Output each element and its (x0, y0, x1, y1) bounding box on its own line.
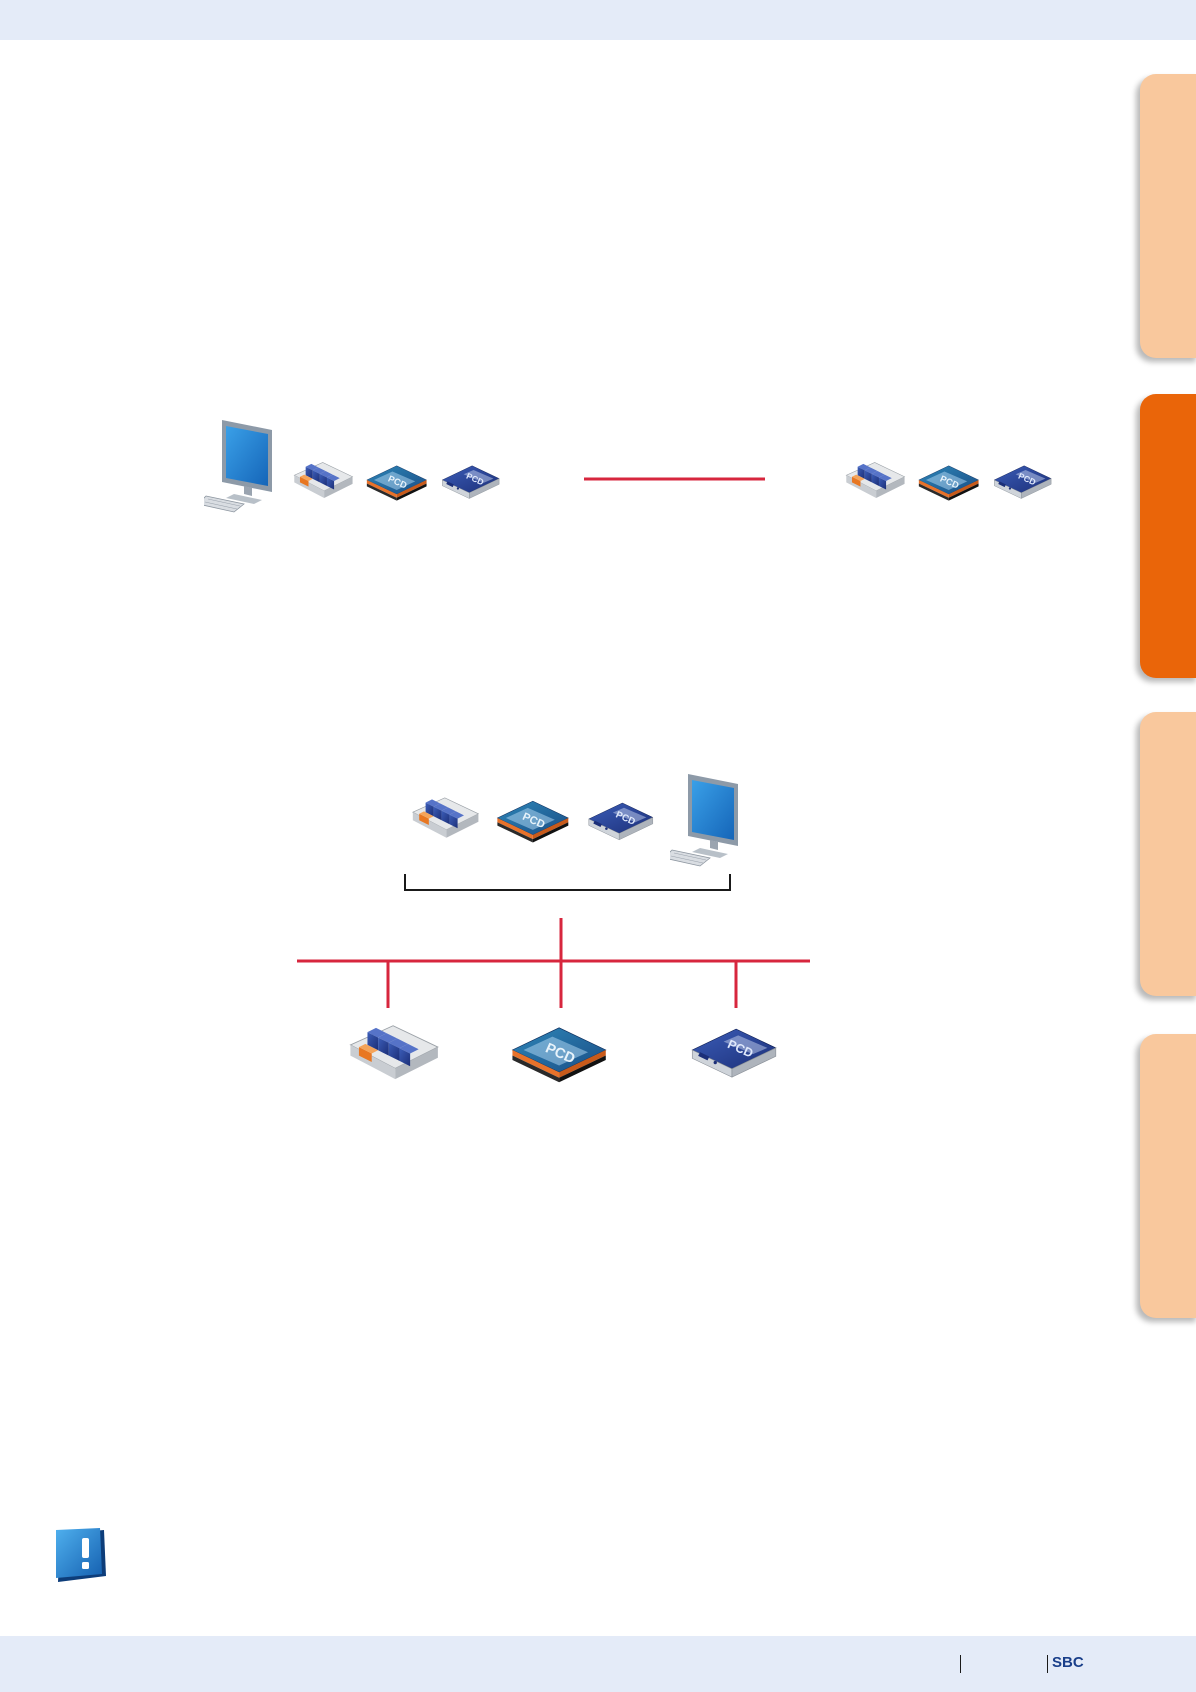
chapter-tab-3[interactable] (1140, 712, 1196, 996)
plc-modular-icon (845, 462, 905, 499)
pcd-compact-icon (588, 802, 654, 841)
pcd-controller-icon (366, 465, 427, 502)
pcd-compact-icon (691, 1028, 777, 1078)
diagram-bus-network (297, 773, 810, 1083)
plc-modular-icon (349, 1025, 439, 1080)
device-group-bracket (404, 874, 731, 891)
pcd-compact-icon (441, 465, 500, 499)
plc-modular-icon (412, 797, 479, 839)
page-footer-band (0, 1636, 1196, 1692)
pcd-controller-icon (511, 1027, 607, 1083)
footer-brand: SBC (1052, 1654, 1084, 1671)
page-header-band (0, 0, 1196, 40)
chapter-tab-2-active[interactable] (1140, 394, 1196, 678)
computer-icon (670, 773, 739, 867)
pcd-controller-icon (918, 465, 979, 502)
footer-separator (960, 1655, 961, 1673)
diagram-point-to-point (204, 419, 1052, 513)
pcd-controller-icon (496, 800, 569, 843)
chapter-tab-4[interactable] (1140, 1034, 1196, 1318)
plc-modular-icon (293, 462, 353, 499)
chapter-tab-1[interactable] (1140, 74, 1196, 358)
pcd-compact-icon (993, 465, 1052, 499)
computer-icon (204, 419, 273, 513)
footer-separator (1047, 1655, 1048, 1673)
exclamation-note-icon (56, 1528, 106, 1582)
